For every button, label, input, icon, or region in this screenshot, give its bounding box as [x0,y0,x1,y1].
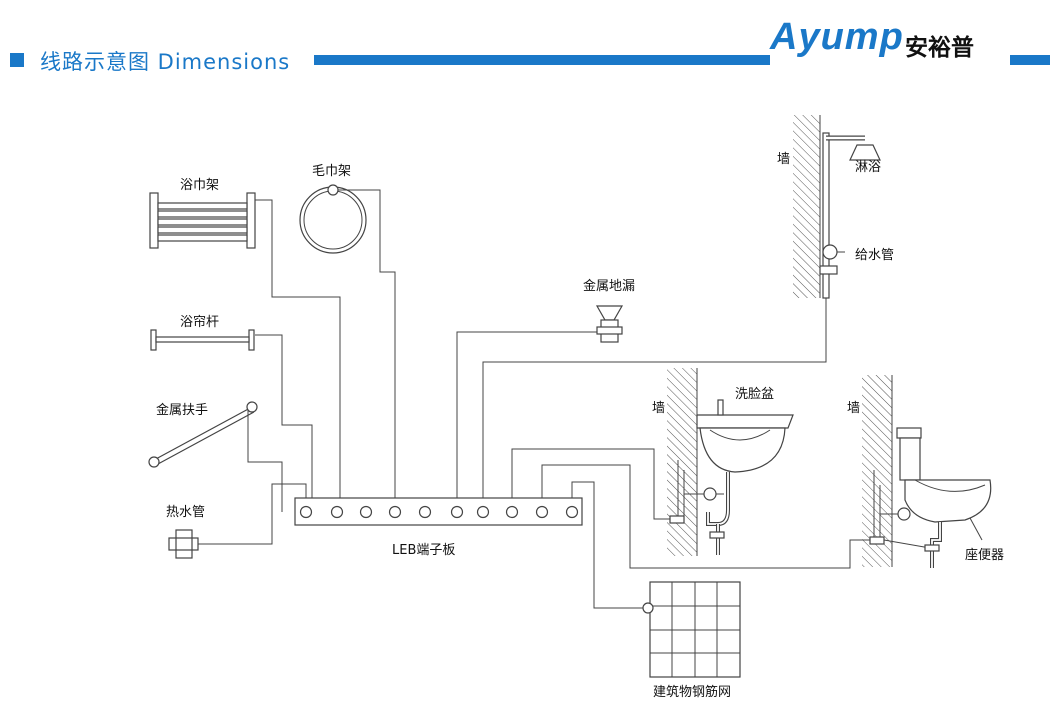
label-wall-2: 墙 [652,401,665,416]
label-wall-1: 墙 [777,152,790,167]
toilet-icon [869,427,992,568]
terminal-screw [565,505,579,519]
label-water-supply-pipe: 给水管 [855,248,894,263]
label-toilet: 座便器 [965,548,1004,563]
label-terminal-board: LEB端子板 [392,543,455,558]
wire-towel-rack [255,199,341,512]
wire-floor-drain [456,331,599,512]
label-wash-basin: 洗脸盆 [735,387,774,402]
labels: 浴巾架 毛巾架 浴帘杆 金属扶手 热水管 金属地漏 淋浴 给水管 墙 墙 墙 洗… [156,152,1004,700]
label-towel-ring: 毛巾架 [312,164,351,179]
terminal-screw [388,505,402,519]
wire-basin [511,448,670,520]
towel-ring-icon [299,184,367,254]
title-square-icon [10,53,24,67]
wire-rebar [571,481,652,609]
terminal-screw [450,505,464,519]
page-title: 线路示意图 Dimensions [40,50,291,74]
rebar-mesh-icon [642,581,741,678]
wire-grab-bar [247,406,283,512]
label-curtain-rod: 浴帘杆 [180,314,219,330]
wire-toilet [541,464,870,569]
hot-water-pipe-icon [168,529,199,559]
grab-bar-icon [148,401,258,468]
wire-hot-water [195,483,307,545]
label-wall-3: 墙 [847,401,860,416]
shower-wall [793,115,821,298]
wash-basin-icon [669,399,794,555]
logo-chinese: 安裕普 [905,35,974,61]
shower-icon [819,132,881,299]
wires [195,189,870,609]
leb-terminal-board [294,497,583,526]
toilet-wall [862,375,893,567]
floor-drain-icon [595,305,624,343]
label-floor-drain: 金属地漏 [583,278,635,294]
label-rebar-mesh: 建筑物钢筋网 [653,684,731,700]
label-grab-bar: 金属扶手 [156,402,208,418]
terminal-screw [535,505,549,519]
logo-english: Ayump [770,16,904,58]
basin-wall [667,368,698,556]
brand-logo: Ayump 安裕普 [770,16,1010,66]
wire-shower [482,280,827,512]
terminal-screw [330,505,344,519]
terminal-screw [418,505,432,519]
terminal-screw [505,505,519,519]
towel-rack-icon [149,192,256,249]
wire-towel-ring [333,189,396,512]
wire-curtain-rod [255,334,313,512]
terminal-screw [476,505,490,519]
page-header: 线路示意图 Dimensions Ayump 安裕普 [0,0,1050,80]
terminal-screw [359,505,373,519]
label-towel-rack: 浴巾架 [180,178,219,193]
label-hot-water-pipe: 热水管 [166,505,205,520]
terminal-screw [299,505,313,519]
label-shower: 淋浴 [855,160,881,175]
curtain-rod-icon [150,329,255,351]
title-bar [314,55,1050,65]
